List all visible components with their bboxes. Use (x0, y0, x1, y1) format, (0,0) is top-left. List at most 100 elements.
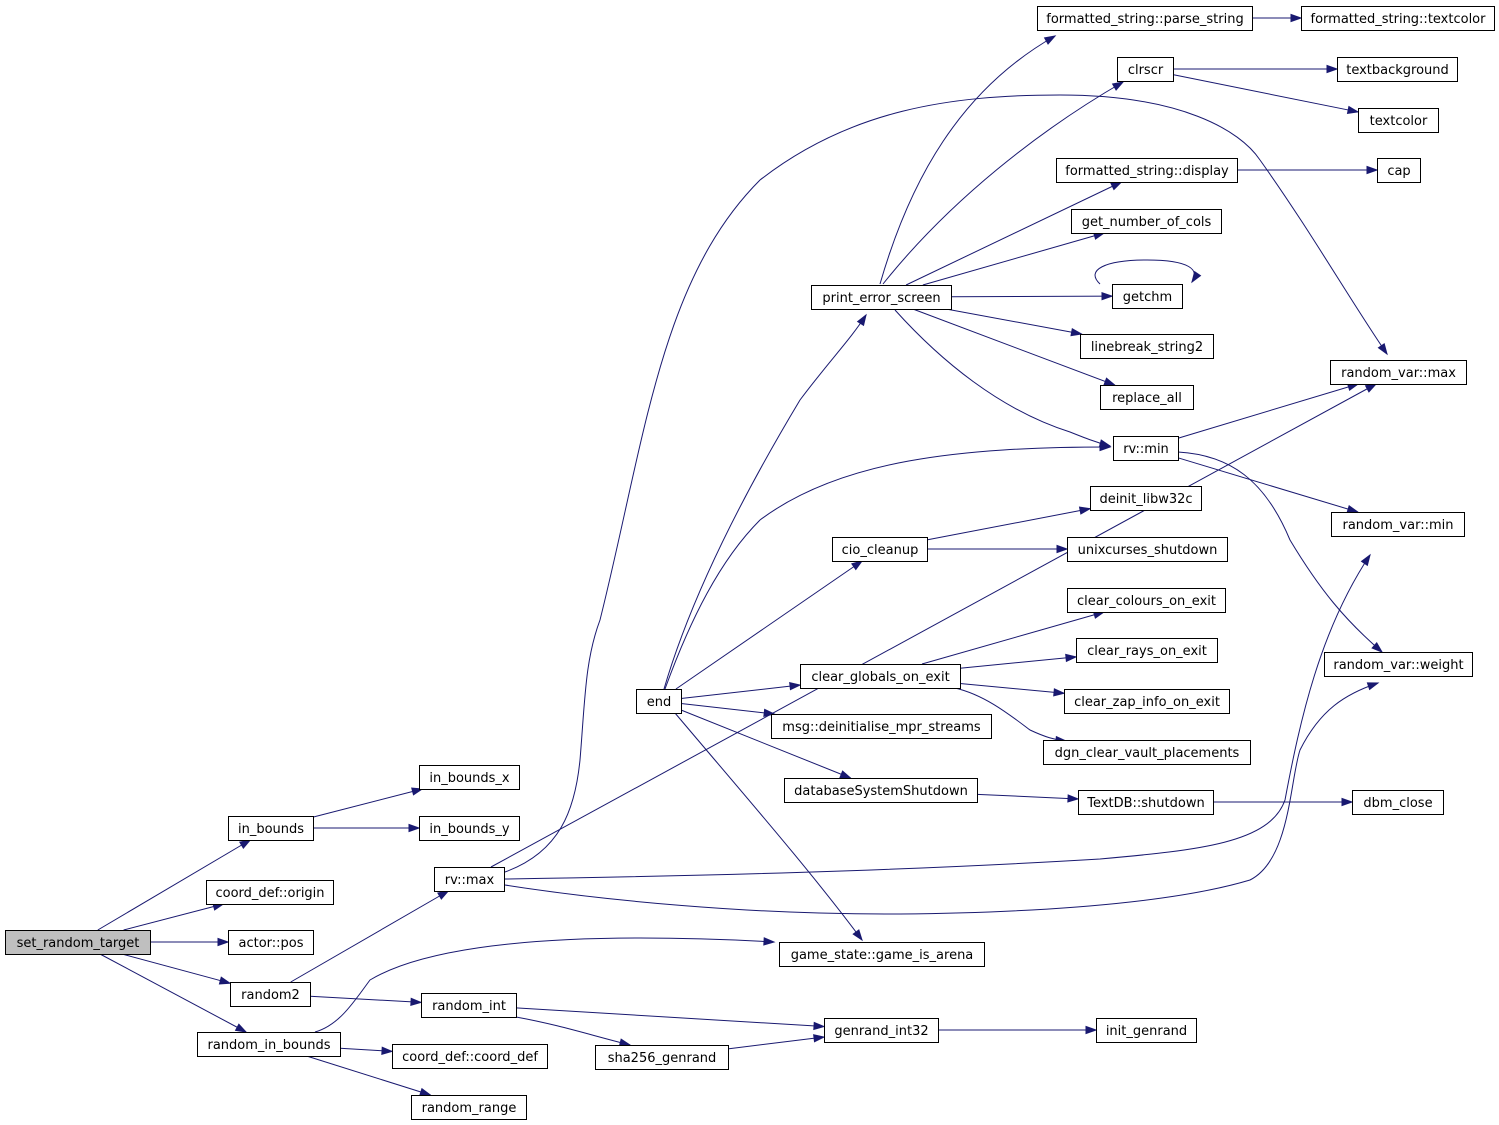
node-label: clear_colours_on_exit (1077, 594, 1216, 609)
node-clear_zap_info_on_exit[interactable]: clear_zap_info_on_exit (1064, 689, 1230, 714)
node-dbm_close[interactable]: dbm_close (1352, 790, 1444, 815)
node-label: cio_cleanup (842, 543, 919, 558)
edge-sha256_genrand-to-genrand_int32 (727, 1034, 826, 1050)
edge-line (879, 35, 1056, 285)
node-label: sha256_genrand (608, 1051, 717, 1066)
node-label: get_number_of_cols (1082, 215, 1212, 230)
node-end[interactable]: end (636, 689, 682, 714)
arrowhead (1067, 794, 1080, 803)
edge-line (123, 903, 224, 931)
node-label: textcolor (1370, 114, 1428, 129)
node-box (1076, 638, 1218, 663)
node-get_number_of_cols[interactable]: get_number_of_cols (1071, 209, 1222, 234)
edge-random_int-to-sha256_genrand (515, 1016, 632, 1047)
node-label: in_bounds_x (429, 771, 510, 786)
node-box (811, 285, 952, 310)
node-in_bounds[interactable]: in_bounds (228, 816, 314, 841)
node-print_error_screen[interactable]: print_error_screen (811, 285, 952, 310)
edge-random_in_bounds-to-coord_def (339, 1046, 394, 1055)
node-clear_rays_on_exit[interactable]: clear_rays_on_exit (1076, 638, 1218, 663)
node-set_random_target[interactable]: set_random_target (5, 930, 151, 955)
node-getchm[interactable]: getchm (1112, 284, 1183, 309)
node-coord_origin[interactable]: coord_def::origin (206, 880, 334, 905)
node-fs_parse_string[interactable]: formatted_string::parse_string (1037, 6, 1253, 31)
node-box (779, 942, 985, 967)
node-label: databaseSystemShutdown (794, 784, 968, 799)
node-random_var_weight[interactable]: random_var::weight (1324, 652, 1473, 677)
edge-print_error_screen-to-rv_min (894, 309, 1112, 448)
node-box (1043, 740, 1251, 765)
edge-rv_min-to-random_var_min (1177, 457, 1360, 513)
edge-end-to-rv_min (664, 442, 1112, 690)
node-label: random_int (432, 999, 506, 1014)
node-box (1037, 6, 1253, 31)
node-label: clear_globals_on_exit (811, 670, 949, 685)
edge-line (504, 94, 1388, 873)
node-actor_pos[interactable]: actor::pos (228, 930, 314, 955)
node-textbackground[interactable]: textbackground (1337, 57, 1458, 82)
arrowhead (1111, 81, 1125, 91)
node-dbSysShutdown[interactable]: databaseSystemShutdown (784, 778, 978, 803)
edge-line (1177, 457, 1358, 513)
node-sha256_genrand[interactable]: sha256_genrand (595, 1045, 729, 1070)
edge-fs_display-to-cap (1237, 165, 1379, 175)
node-deinit_libw32c[interactable]: deinit_libw32c (1090, 486, 1202, 511)
node-box (800, 664, 961, 689)
edge-line (959, 656, 1077, 669)
arrowhead (763, 708, 776, 718)
node-genrand_int32[interactable]: genrand_int32 (824, 1018, 939, 1043)
arrowhead (437, 890, 450, 900)
edge-line (905, 181, 1122, 286)
node-linebreak_string2[interactable]: linebreak_string2 (1080, 334, 1214, 359)
node-cio_cleanup[interactable]: cio_cleanup (832, 537, 928, 562)
edge-random_int-to-genrand_int32 (515, 1007, 826, 1031)
node-label: formatted_string::parse_string (1046, 12, 1243, 27)
node-random2[interactable]: random2 (230, 982, 311, 1007)
node-replace_all[interactable]: replace_all (1100, 385, 1194, 410)
node-label: formatted_string::display (1065, 164, 1229, 179)
edge-rv_min-to-random_var_max (1177, 382, 1360, 439)
node-textdb_shutdown[interactable]: TextDB::shutdown (1078, 790, 1214, 815)
edge-line (515, 1016, 631, 1046)
node-cap[interactable]: cap (1377, 158, 1421, 183)
arrowhead (1110, 181, 1123, 191)
node-label: genrand_int32 (834, 1024, 928, 1039)
node-random_var_max[interactable]: random_var::max (1330, 360, 1467, 385)
node-in_bounds_x[interactable]: in_bounds_x (419, 765, 520, 790)
arrowhead (1053, 688, 1066, 697)
arrowhead (852, 929, 863, 942)
node-box (1113, 436, 1179, 461)
node-coord_def[interactable]: coord_def::coord_def (392, 1044, 548, 1069)
edge-line (921, 611, 1105, 665)
node-clear_colours_on_exit[interactable]: clear_colours_on_exit (1067, 588, 1226, 613)
edge-line (306, 1055, 431, 1096)
node-textcolor[interactable]: textcolor (1358, 108, 1439, 133)
edge-set_random_target-to-in_bounds (97, 839, 252, 931)
node-dgn_clear_vault_placements[interactable]: dgn_clear_vault_placements (1043, 740, 1251, 765)
node-rv_max[interactable]: rv::max (434, 867, 505, 892)
edge-line (1172, 74, 1359, 113)
node-unixcurses_shutdown[interactable]: unixcurses_shutdown (1067, 537, 1228, 562)
node-box (824, 1018, 939, 1043)
node-random_var_min[interactable]: random_var::min (1331, 512, 1465, 537)
arrowhead (381, 1046, 394, 1055)
node-box (1112, 284, 1183, 309)
node-game_is_arena[interactable]: game_state::game_is_arena (779, 942, 985, 967)
node-random_int[interactable]: random_int (421, 993, 517, 1018)
node-random_range[interactable]: random_range (411, 1095, 527, 1120)
node-fs_display[interactable]: formatted_string::display (1056, 158, 1238, 183)
node-random_in_bounds[interactable]: random_in_bounds (197, 1032, 341, 1057)
node-clrscr[interactable]: clrscr (1117, 57, 1174, 82)
edge-clear_globals_on_exit-to-clear_rays_on_exit (959, 653, 1078, 669)
edge-line (309, 995, 422, 1003)
arrowhead (234, 1023, 248, 1033)
node-in_bounds_y[interactable]: in_bounds_y (419, 816, 520, 841)
edge-line (950, 295, 1113, 298)
edge-line (290, 890, 449, 983)
node-rv_min[interactable]: rv::min (1113, 436, 1179, 461)
node-msg_deinit[interactable]: msg::deinitialise_mpr_streams (771, 714, 992, 739)
node-fs_textcolor[interactable]: formatted_string::textcolor (1301, 6, 1495, 31)
node-init_genrand[interactable]: init_genrand (1096, 1018, 1197, 1043)
node-clear_globals_on_exit[interactable]: clear_globals_on_exit (800, 664, 961, 689)
node-label: random_in_bounds (208, 1038, 331, 1053)
